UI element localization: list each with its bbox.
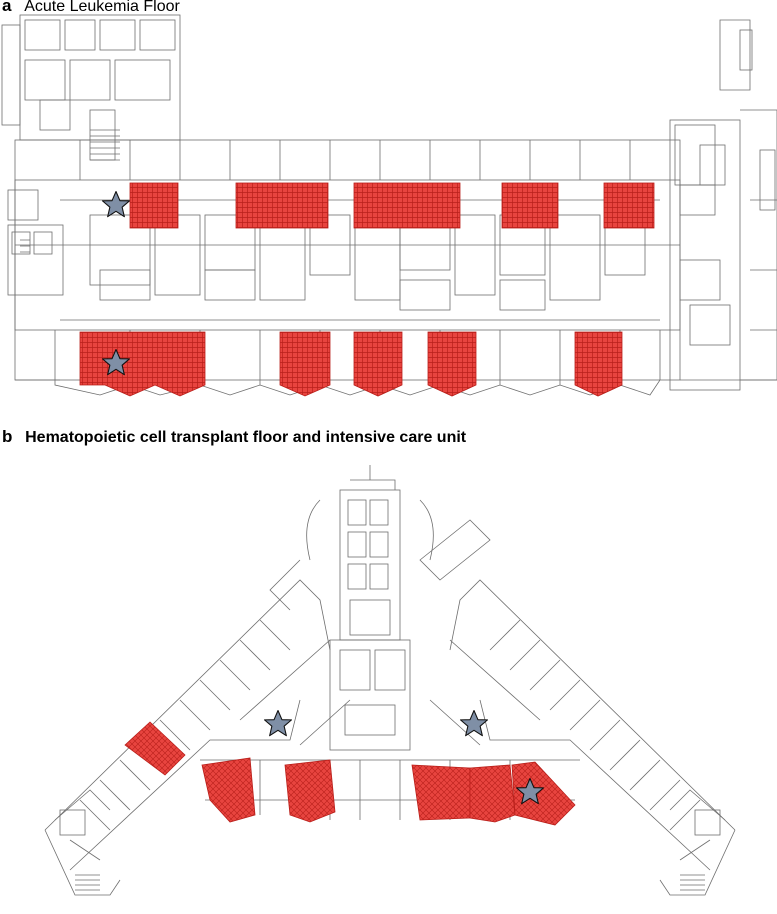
highlight-room: [201, 757, 256, 823]
highlighted-rooms-b: [124, 721, 576, 826]
panel-a-title: Acute Leukemia Floor: [24, 0, 180, 15]
highlight-room: [279, 331, 331, 397]
highlight-room: [411, 764, 471, 821]
panel-b-letter: b: [2, 427, 13, 446]
panel-b-title: Hematopoietic cell transplant floor and …: [25, 429, 467, 446]
highlight-room: [511, 761, 576, 826]
highlight-room: [574, 331, 623, 397]
highlight-room: [501, 182, 559, 229]
panel-b-label: b Hematopoietic cell transplant floor an…: [2, 427, 466, 447]
highlight-room: [79, 331, 206, 397]
highlighted-rooms-a: [79, 182, 655, 397]
highlight-room: [129, 182, 179, 229]
star-icon: [101, 190, 131, 218]
highlight-room: [353, 331, 403, 397]
star-icon: [263, 709, 293, 737]
highlight-room: [353, 182, 461, 229]
highlight-room: [469, 764, 516, 823]
panel-a-letter: a: [2, 0, 12, 15]
highlight-room: [427, 331, 477, 397]
panel-a-label: a Acute Leukemia Floor: [2, 0, 180, 16]
floor-plan-b: [44, 465, 736, 896]
highlight-room: [124, 721, 186, 776]
highlight-room: [235, 182, 329, 229]
highlight-room: [284, 759, 336, 823]
highlight-room: [603, 182, 655, 229]
